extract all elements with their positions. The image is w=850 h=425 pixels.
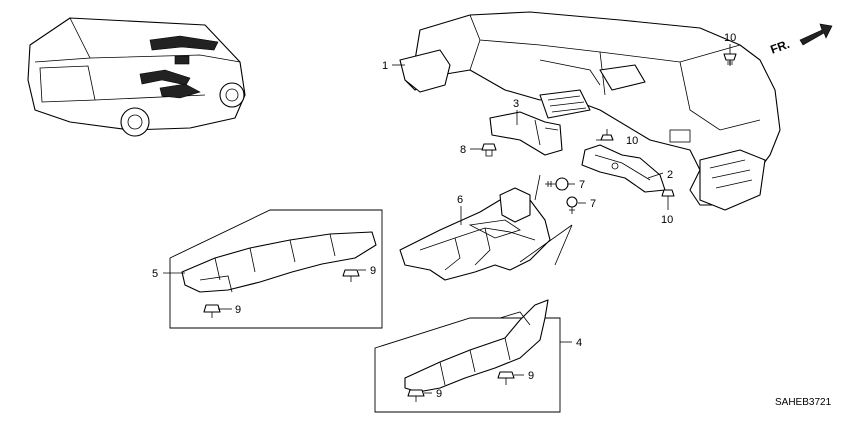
callout-5: 5 xyxy=(152,268,158,280)
part-5-left-duct xyxy=(169,209,383,329)
callout-8: 8 xyxy=(460,144,466,156)
part-4-right-duct xyxy=(374,299,561,413)
callout-7b: 7 xyxy=(590,198,596,210)
part-3-center-duct xyxy=(489,111,563,156)
leader-lines xyxy=(163,44,731,394)
callout-3: 3 xyxy=(513,98,519,110)
part-1-dash-duct xyxy=(399,11,781,211)
callout-labels: 1 3 2 4 5 6 7 7 8 9 9 9 9 10 10 10 xyxy=(152,32,736,400)
callout-9b: 9 xyxy=(235,304,241,316)
callout-9c: 9 xyxy=(528,370,534,382)
callout-10a: 10 xyxy=(724,32,736,44)
callout-6: 6 xyxy=(457,194,463,206)
diagram-code: SAHEB3721 xyxy=(775,397,832,408)
callout-10b: 10 xyxy=(626,135,638,147)
vehicle-overview xyxy=(27,17,246,137)
callout-4: 4 xyxy=(576,337,582,349)
callout-9d: 9 xyxy=(436,388,442,400)
callout-1: 1 xyxy=(382,60,388,72)
fastener-clips xyxy=(203,53,737,402)
callout-10c: 10 xyxy=(661,214,673,226)
part-2-bracket xyxy=(581,144,666,193)
callout-7a: 7 xyxy=(579,179,585,191)
front-label: FR. xyxy=(769,37,792,57)
callout-9a: 9 xyxy=(370,265,376,277)
part-6-console-duct xyxy=(399,187,551,281)
front-direction-indicator: FR. xyxy=(769,23,833,57)
callout-2: 2 xyxy=(667,169,673,181)
